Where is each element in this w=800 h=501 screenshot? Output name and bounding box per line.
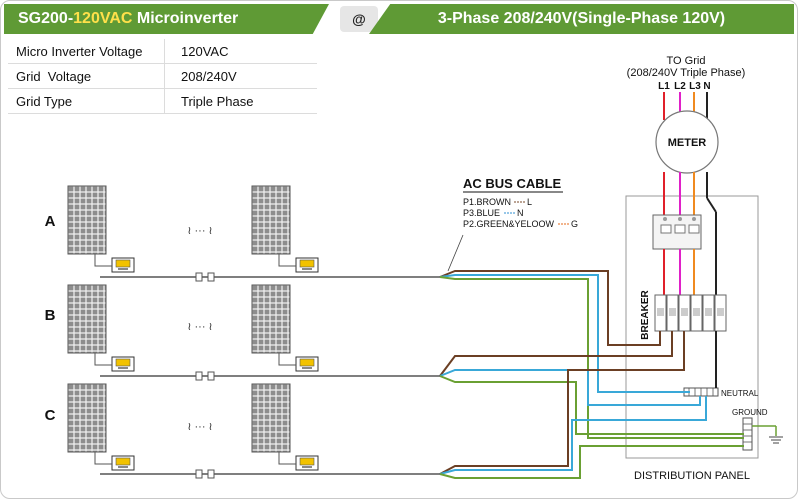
row-label: B — [45, 307, 56, 324]
meter-label: METER — [668, 137, 707, 149]
grid-line-label: N — [703, 81, 710, 92]
bus-wires-row-a — [439, 270, 744, 439]
row-label: C — [45, 407, 56, 424]
row-label: A — [45, 213, 56, 230]
spec-value: 208/240V — [164, 63, 317, 89]
spec-row: Grid Type Triple Phase — [8, 88, 317, 114]
header: SG200-120VAC Microinverter @ 3-Phase 208… — [4, 4, 794, 34]
cable-connector — [195, 371, 203, 381]
spec-row: Grid Voltage 208/240V — [8, 63, 317, 89]
legend-item: P3.BLUE — [463, 208, 500, 218]
spec-value: 120VAC — [164, 39, 317, 64]
ground-terminals — [743, 423, 752, 443]
distribution-panel — [625, 195, 759, 459]
repeat-ellipsis: ≀ ··· ≀ — [187, 225, 212, 237]
cable-connector — [207, 272, 215, 282]
switch-to-breaker-wires — [663, 249, 695, 296]
microinverter — [295, 257, 319, 273]
ground-bar — [742, 417, 753, 451]
legend-symbol: N — [517, 208, 524, 218]
cable-connector — [195, 469, 203, 479]
solar-panel — [67, 185, 107, 255]
breaker-label: BREAKER — [640, 290, 651, 340]
product-banner: SG200-120VAC Microinverter — [4, 4, 329, 34]
microinverter — [111, 356, 135, 372]
grid-line-label: L1 — [658, 81, 670, 92]
spec-table: Micro Inverter Voltage 120VAC Grid Volta… — [8, 39, 317, 114]
distribution-panel-label: DISTRIBUTION PANEL — [634, 470, 750, 482]
cable-connector — [207, 469, 215, 479]
solar-panel — [251, 284, 291, 354]
ground-label: GROUND — [732, 408, 768, 417]
module-leads — [94, 353, 296, 366]
cable-connector — [207, 371, 215, 381]
solar-panel — [251, 185, 291, 255]
solar-panel — [67, 284, 107, 354]
bus-wires-row-b — [439, 331, 744, 435]
legend-item: P2.GREEN&YELOOW — [463, 219, 555, 229]
main-switch — [652, 214, 702, 250]
product-prefix: SG200- — [18, 10, 74, 27]
neutral-terminals — [688, 388, 714, 396]
grid-line-label: L3 — [689, 81, 701, 92]
spec-label: Micro Inverter Voltage — [8, 39, 165, 64]
legend-symbol: G — [571, 219, 578, 229]
solar-panel — [67, 383, 107, 453]
neutral-label: NEUTRAL — [721, 389, 759, 398]
meter — [655, 110, 719, 174]
legend-item: P1.BROWN — [463, 197, 511, 207]
at-badge: @ — [340, 6, 378, 32]
ac-bus-pointer — [447, 234, 464, 272]
ac-bus-title: AC BUS CABLE — [463, 176, 562, 191]
product-suffix: Microinverter — [132, 10, 239, 27]
breaker-bank — [654, 294, 727, 332]
solar-panel — [251, 383, 291, 453]
grid-line-label: L2 — [674, 81, 686, 92]
legend-symbol: L — [527, 197, 532, 207]
microinverter — [295, 455, 319, 471]
microinverter — [111, 257, 135, 273]
spec-row: Micro Inverter Voltage 120VAC — [8, 39, 317, 64]
earth-wire — [752, 425, 777, 436]
cable-connector — [195, 272, 203, 282]
repeat-ellipsis: ≀ ··· ≀ — [187, 321, 212, 333]
grid-subtitle: (208/240V Triple Phase) — [627, 67, 746, 79]
main-wires — [663, 172, 717, 296]
grid-title: TO Grid — [667, 55, 706, 67]
module-leads — [94, 452, 296, 465]
repeat-ellipsis: ≀ ··· ≀ — [187, 421, 212, 433]
microinverter — [295, 356, 319, 372]
bus-wires-row-c — [439, 331, 744, 479]
microinverter — [111, 455, 135, 471]
spec-label: Grid Voltage — [8, 63, 165, 89]
spec-label: Grid Type — [8, 88, 165, 114]
grid-banner: 3-Phase 208/240V(Single-Phase 120V) — [369, 4, 794, 34]
product-voltage: 120VAC — [73, 10, 133, 27]
spec-value: Triple Phase — [164, 88, 317, 114]
earth-icon — [769, 436, 783, 444]
module-leads — [94, 254, 296, 267]
